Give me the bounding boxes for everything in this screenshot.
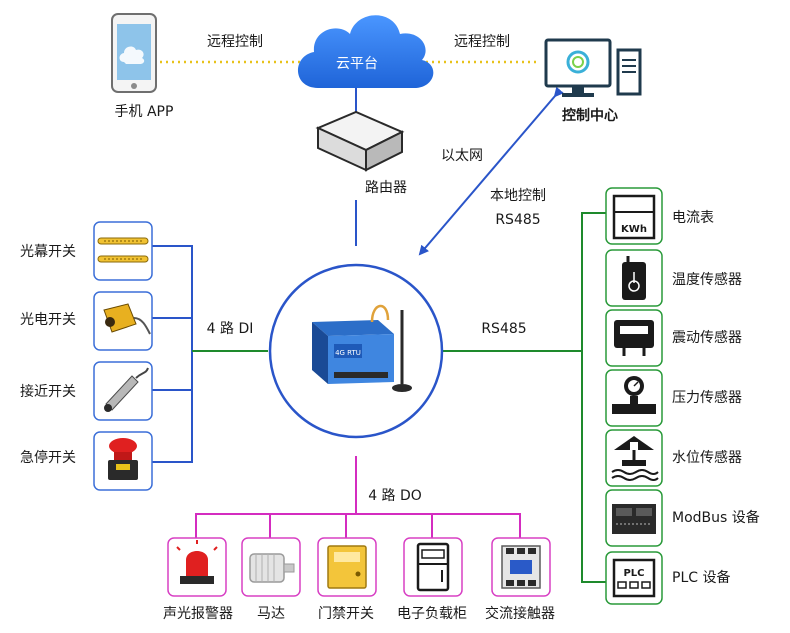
local-control-label: 本地控制 bbox=[490, 188, 546, 204]
photoelectric-sensor-icon bbox=[103, 303, 151, 335]
rs485-local-label: RS485 bbox=[495, 212, 540, 228]
rs485-label-6: ModBus 设备 bbox=[672, 509, 760, 526]
rs485-device-pressure bbox=[605, 369, 663, 427]
cloud-label: 云平台 bbox=[336, 56, 378, 72]
di-device-photoelectric bbox=[93, 291, 153, 351]
do-device-door-access bbox=[317, 537, 377, 597]
pressure-sensor-icon bbox=[612, 376, 656, 414]
pc-tower-icon bbox=[616, 48, 642, 96]
do-device-alarm bbox=[167, 537, 227, 597]
di-device-proximity bbox=[93, 361, 153, 421]
ethernet-label: 以太网 bbox=[441, 148, 483, 164]
kwh-meter-icon: KWh bbox=[612, 194, 656, 240]
rs485-bus bbox=[581, 212, 608, 583]
ethernet-link bbox=[418, 86, 564, 256]
di-label-1: 光幕开关 bbox=[20, 244, 76, 260]
modbus-device-icon bbox=[612, 504, 656, 534]
di-device-emergency-stop bbox=[93, 431, 153, 491]
router-label: 路由器 bbox=[365, 180, 407, 196]
emergency-stop-icon bbox=[108, 438, 138, 480]
remote-left-label: 远程控制 bbox=[207, 34, 263, 50]
proximity-sensor-icon bbox=[104, 367, 149, 412]
load-cabinet-icon bbox=[416, 542, 450, 592]
kwh-badge: KWh bbox=[621, 224, 647, 235]
motor-icon bbox=[249, 553, 295, 583]
do-label-3: 门禁开关 bbox=[318, 606, 374, 622]
rs485-label-4: 压力传感器 bbox=[672, 389, 742, 406]
rtu-device-icon: 4G RTU bbox=[312, 304, 412, 392]
rtu-model-label: 4G RTU bbox=[335, 349, 361, 357]
plc-badge: PLC bbox=[623, 568, 644, 579]
vibration-sensor-icon bbox=[614, 320, 654, 356]
contactor-icon bbox=[501, 545, 541, 589]
di-device-light-curtain bbox=[93, 221, 153, 281]
do-label-2: 马达 bbox=[257, 606, 285, 622]
do-bus bbox=[195, 513, 521, 538]
di-label: 4 路 DI bbox=[207, 321, 254, 337]
cloud-platform: 云平台 bbox=[297, 15, 434, 88]
do-label-5: 交流接触器 bbox=[485, 605, 555, 622]
rs485-label-3: 震动传感器 bbox=[672, 329, 742, 346]
do-device-load-cabinet bbox=[403, 537, 463, 597]
do-device-contactor bbox=[491, 537, 551, 597]
di-label-3: 接近开关 bbox=[20, 383, 76, 400]
rs485-device-water-level bbox=[605, 429, 663, 487]
monitor-icon bbox=[544, 38, 612, 97]
do-label-4: 电子负载柜 bbox=[397, 606, 467, 622]
temperature-sensor-icon bbox=[622, 256, 646, 300]
rs485-device-modbus bbox=[605, 489, 663, 547]
rs485-right-label: RS485 bbox=[481, 321, 526, 337]
phone-icon bbox=[111, 13, 157, 93]
plc-device-icon: PLC bbox=[612, 558, 656, 598]
do-device-motor bbox=[241, 537, 301, 597]
phone-label: 手机 APP bbox=[115, 104, 174, 120]
rs485-device-temperature bbox=[605, 249, 663, 307]
rs485-device-vibration bbox=[605, 309, 663, 367]
di-bus bbox=[152, 245, 193, 463]
do-label: 4 路 DO bbox=[368, 488, 422, 504]
water-level-sensor-icon bbox=[611, 436, 659, 481]
di-label-4: 急停开关 bbox=[20, 449, 76, 466]
do-label-1: 声光报警器 bbox=[163, 606, 233, 622]
router-icon bbox=[315, 110, 405, 313]
alarm-light-icon bbox=[176, 540, 218, 584]
rs485-device-current-meter: KWh bbox=[605, 187, 663, 245]
door-access-icon bbox=[327, 545, 367, 589]
di-label-2: 光电开关 bbox=[20, 312, 76, 328]
control-center-label: 控制中心 bbox=[562, 107, 618, 124]
rs485-device-plc: PLC bbox=[605, 551, 663, 605]
rs485-label-5: 水位传感器 bbox=[672, 449, 742, 466]
rs485-label-1: 电流表 bbox=[672, 210, 714, 226]
rs485-label-2: 温度传感器 bbox=[672, 271, 742, 288]
remote-right-label: 远程控制 bbox=[454, 34, 510, 50]
light-curtain-icon bbox=[97, 237, 149, 263]
rs485-label-7: PLC 设备 bbox=[672, 569, 730, 586]
